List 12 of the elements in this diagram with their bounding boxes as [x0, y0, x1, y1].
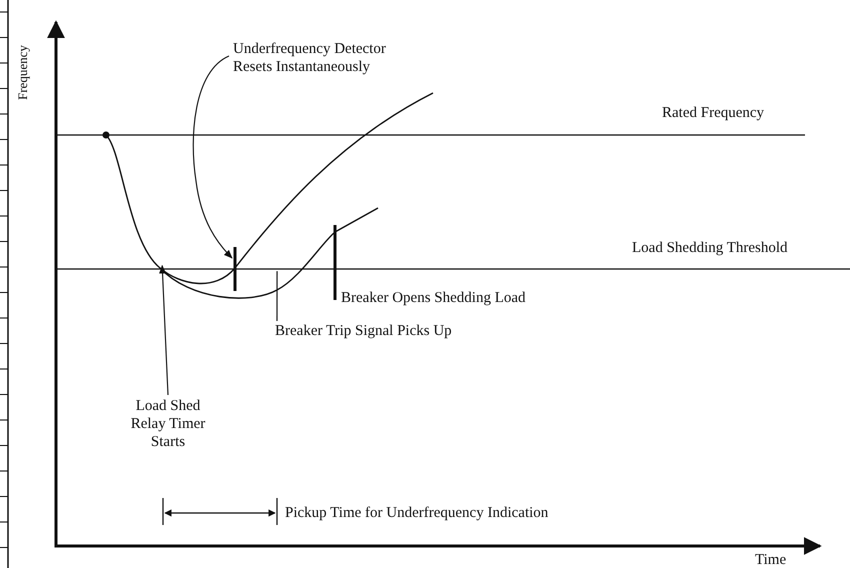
callout-text: Load Shed Relay Timer Starts — [118, 397, 218, 451]
callout-text: Breaker Trip Signal Picks Up — [275, 322, 505, 340]
leader-line — [276, 271, 278, 321]
annotation-text: Breaker Opens Shedding Load — [341, 289, 526, 307]
line-label: Rated Frequency — [662, 104, 764, 122]
leader-line — [192, 56, 233, 259]
leader-line — [159, 264, 169, 396]
callout-text: Underfrequency Detector Resets Instantaneously — [233, 40, 423, 76]
axis-title: Time — [755, 551, 786, 568]
line-label: Load Shedding Threshold — [632, 239, 788, 257]
axis-title: Frequency — [14, 45, 31, 100]
dimension-label: Pickup Time for Underfrequency Indication — [285, 504, 548, 522]
